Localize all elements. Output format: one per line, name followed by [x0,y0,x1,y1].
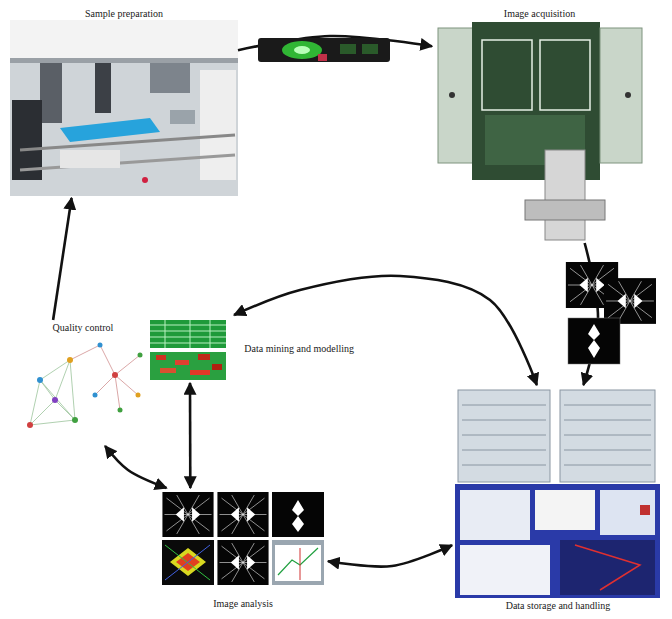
stage-node: Image analysis [158,488,328,612]
stage-caption: Image acquisition [502,8,577,20]
cycle-arrow [105,446,166,488]
stage-caption: Quality control [51,322,116,334]
stage-node: Data storage and handling [452,385,664,614]
network-graph [27,343,143,429]
analysis-thumbnails [162,492,324,585]
slide-photo [258,38,390,62]
cycle-arrow [189,383,192,488]
cycle-arrow [53,198,71,320]
stage-node: Image acquisition [432,6,647,243]
stage-node: Quality control [18,320,148,446]
image-stack [566,262,656,364]
stage-caption: Image analysis [211,598,275,610]
server-photo [455,390,660,598]
heatmap [150,320,226,380]
cycle-arrow [234,276,537,385]
microscope-photo [438,22,642,240]
stage-node: Sample preparation [10,6,238,198]
stage-node: Data mining and modelling [148,315,358,383]
cycle-arrow [328,545,452,566]
stage-caption: Sample preparation [83,8,165,20]
stage-caption: Data storage and handling [504,600,613,612]
stage-caption: Data mining and modelling [242,343,356,355]
robot-photo [10,20,238,196]
